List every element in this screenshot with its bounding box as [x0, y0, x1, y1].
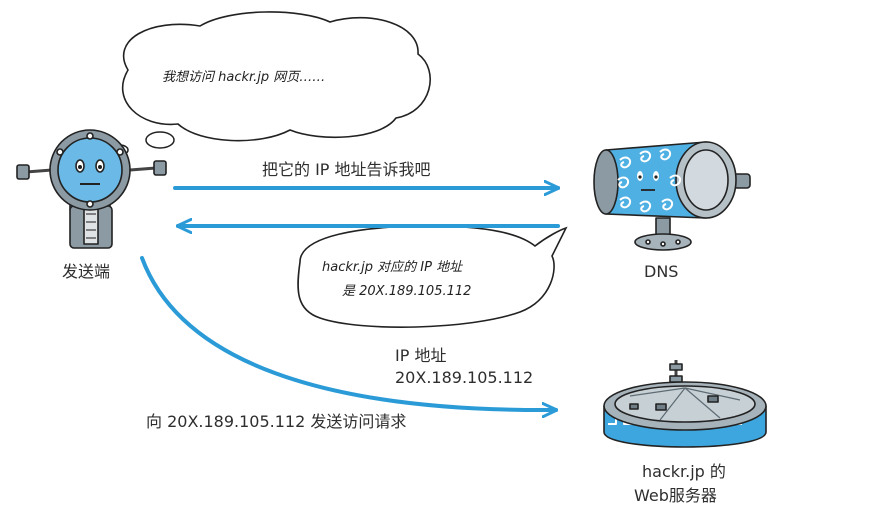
server-label-line2: Web服务器 — [634, 486, 717, 505]
dns-server-icon — [593, 141, 751, 251]
reply-bubble-line2: 是 20X.189.105.112 — [342, 284, 472, 299]
reply-bubble-line1: hackr.jp 对应的 IP 地址 — [322, 260, 463, 275]
ip-label-line2: 20X.189.105.112 — [395, 368, 534, 387]
web-server-icon — [603, 360, 767, 448]
sender-label: 发送端 — [62, 262, 111, 281]
arrow-request-label: 把它的 IP 地址告诉我吧 — [262, 160, 431, 179]
thought-bubble-text: 我想访问 hackr.jp 网页…… — [162, 70, 326, 85]
server-label-line1: hackr.jp 的 — [642, 462, 726, 481]
access-label: 向 20X.189.105.112 发送访问请求 — [146, 412, 407, 431]
thought-bubble — [91, 11, 431, 161]
arrow-access — [140, 256, 556, 410]
dns-label: DNS — [644, 262, 679, 281]
sender-robot-icon — [16, 129, 167, 249]
ip-label-line1: IP 地址 — [395, 346, 447, 365]
reply-bubble — [297, 225, 568, 328]
